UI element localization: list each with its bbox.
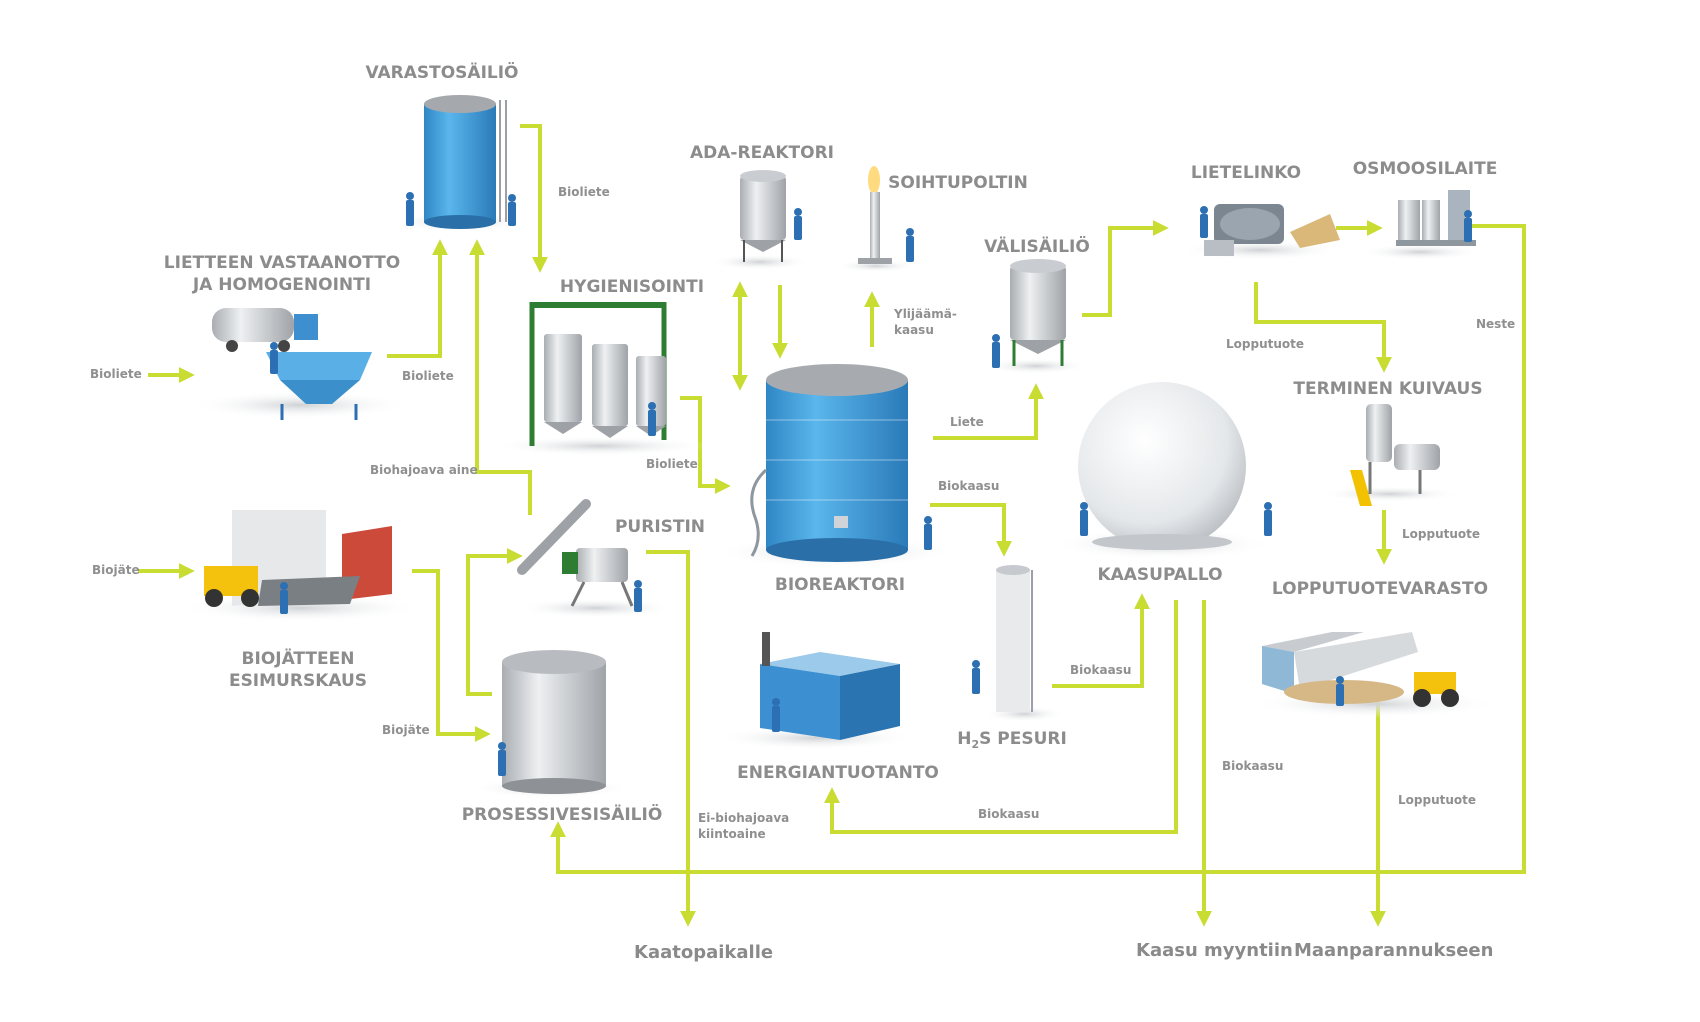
flare-stack xyxy=(836,166,916,272)
title-bioreaktori: BIOREAKTORI xyxy=(774,575,906,595)
biowaste-shredder xyxy=(180,510,420,622)
title-kaasupallo: KAASUPALLO xyxy=(1097,565,1223,585)
worker-figure xyxy=(794,208,802,240)
ada-reactor xyxy=(710,170,810,270)
title-lopputuotevarasto: LOPPUTUOTEVARASTO xyxy=(1271,579,1489,599)
worker-figure xyxy=(1080,502,1088,536)
worker-figure xyxy=(972,660,980,694)
label-liete: Liete xyxy=(950,415,984,429)
power-plant-building xyxy=(716,632,916,750)
label-biojate-to-process: Biojäte xyxy=(382,723,430,737)
arrow-valisailio-to-linko xyxy=(1082,220,1169,317)
sludge-reception-unit xyxy=(190,308,410,420)
title-varastosailio: VARASTOSÄILIÖ xyxy=(365,63,519,83)
label-biojate-in: Biojäte xyxy=(92,563,140,577)
worker-figure xyxy=(406,192,414,226)
arrow-neste-return xyxy=(550,224,1526,874)
varastosailio-tank xyxy=(390,95,530,232)
arrow-kaasupallo-to-energy xyxy=(824,600,1178,834)
title-terminen-kuivaus: TERMINEN KUIVAUS xyxy=(1293,379,1483,399)
worker-figure xyxy=(634,580,642,612)
worker-figure xyxy=(280,582,288,614)
title-osmoosilaite: OSMOOSILAITE xyxy=(1352,159,1498,179)
output-kaatopaikalle: Kaatopaikalle xyxy=(634,942,774,963)
end-product-storage xyxy=(1250,632,1498,718)
title-puristin: PURISTIN xyxy=(614,517,706,537)
arrow-biohajoava-aine xyxy=(469,239,532,515)
label-lopputuote-linko: Lopputuote xyxy=(1226,337,1305,351)
output-maanparannukseen: Maanparannukseen xyxy=(1294,940,1494,961)
label-ylijaama-kaasu: Ylijäämä- kaasu xyxy=(894,307,957,337)
worker-figure xyxy=(772,698,780,732)
gas-holder-sphere xyxy=(1052,382,1272,560)
arrow-storage-to-hygienisation xyxy=(520,124,548,273)
title-soihtupoltin: SOIHTUPOLTIN xyxy=(888,173,1028,193)
worker-figure xyxy=(648,402,656,436)
arrow-prosessivesi-to-puristin xyxy=(466,548,523,696)
arrow-pesuri-to-kaasupallo xyxy=(1052,593,1150,688)
label-lopputuote-kuivaus: Lopputuote xyxy=(1402,527,1481,541)
label-lopputuote-varasto: Lopputuote xyxy=(1398,793,1477,807)
thermal-dryer xyxy=(1320,404,1460,506)
arrow-linko-to-kuivaus xyxy=(1254,282,1392,373)
bioreactor-tank xyxy=(714,364,954,568)
worker-figure xyxy=(906,228,914,262)
label-bioliete-storage-to-hyg: Bioliete xyxy=(558,185,610,199)
worker-figure xyxy=(270,342,278,374)
worker-figure xyxy=(924,516,932,550)
label-biokaasu-pesuri: Biokaasu xyxy=(1070,663,1132,677)
process-water-tank xyxy=(470,650,630,798)
centrifuge xyxy=(1180,204,1340,260)
worker-figure xyxy=(1264,502,1272,536)
label-neste: Neste xyxy=(1476,317,1516,331)
worker-figure xyxy=(1336,676,1344,706)
title-hygienisointi: HYGIENISOINTI xyxy=(559,277,705,297)
workers xyxy=(270,192,1472,776)
label-biokaasu-energy: Biokaasu xyxy=(978,807,1040,821)
title-lietelinko: LIETELINKO xyxy=(1190,163,1302,183)
label-biokaasu-sale: Biokaasu xyxy=(1222,759,1284,773)
title-ada-reaktori: ADA-REAKTORI xyxy=(690,143,834,163)
title-energiantuotanto: ENERGIANTUOTANTO xyxy=(737,763,939,783)
arrow-murskaus-to-prosessivesi xyxy=(412,569,491,742)
title-h2s-pesuri: H2S PESURI xyxy=(957,729,1067,751)
worker-figure xyxy=(1200,206,1208,238)
label-bioliete-in: Bioliete xyxy=(90,367,142,381)
title-valisailio: VÄLISÄILIÖ xyxy=(984,237,1090,257)
title-prosessivesisailio: PROSESSIVESISÄILIÖ xyxy=(461,805,663,825)
label-biohajoava-aine: Biohajoava aine xyxy=(370,463,478,477)
osmosis-unit xyxy=(1360,190,1480,260)
worker-figure xyxy=(992,334,1000,368)
arrow-reception-to-storage xyxy=(387,239,448,358)
title-lietteen-vastaanotto: LIETTEEN VASTAANOTTO JA HOMOGENOINTI xyxy=(163,253,401,295)
arrow-biokaasu-reactor-to-pesuri xyxy=(930,503,1012,557)
title-biojatteen-esimurskaus: BIOJÄTTEEN ESIMURSKAUS xyxy=(228,649,368,691)
label-biokaasu-reactor: Biokaasu xyxy=(938,479,1000,493)
arrow-puristin-to-kaatopaikka xyxy=(646,550,696,927)
hygienisation-tanks xyxy=(490,302,710,456)
output-kaasu-myyntiin: Kaasu myyntiin xyxy=(1136,940,1293,961)
h2s-scrubber xyxy=(984,565,1064,722)
worker-figure xyxy=(1464,210,1472,242)
worker-figure xyxy=(508,194,516,226)
label-bioliete-hyg-to-reactor: Bioliete xyxy=(646,457,698,471)
label-ei-biohajoava: Ei-biohajoava kiintoaine xyxy=(698,811,790,841)
worker-figure xyxy=(498,742,506,776)
arrow-liete xyxy=(933,383,1044,440)
intermediate-tank xyxy=(984,259,1088,374)
label-bioliete-to-storage: Bioliete xyxy=(402,369,454,383)
